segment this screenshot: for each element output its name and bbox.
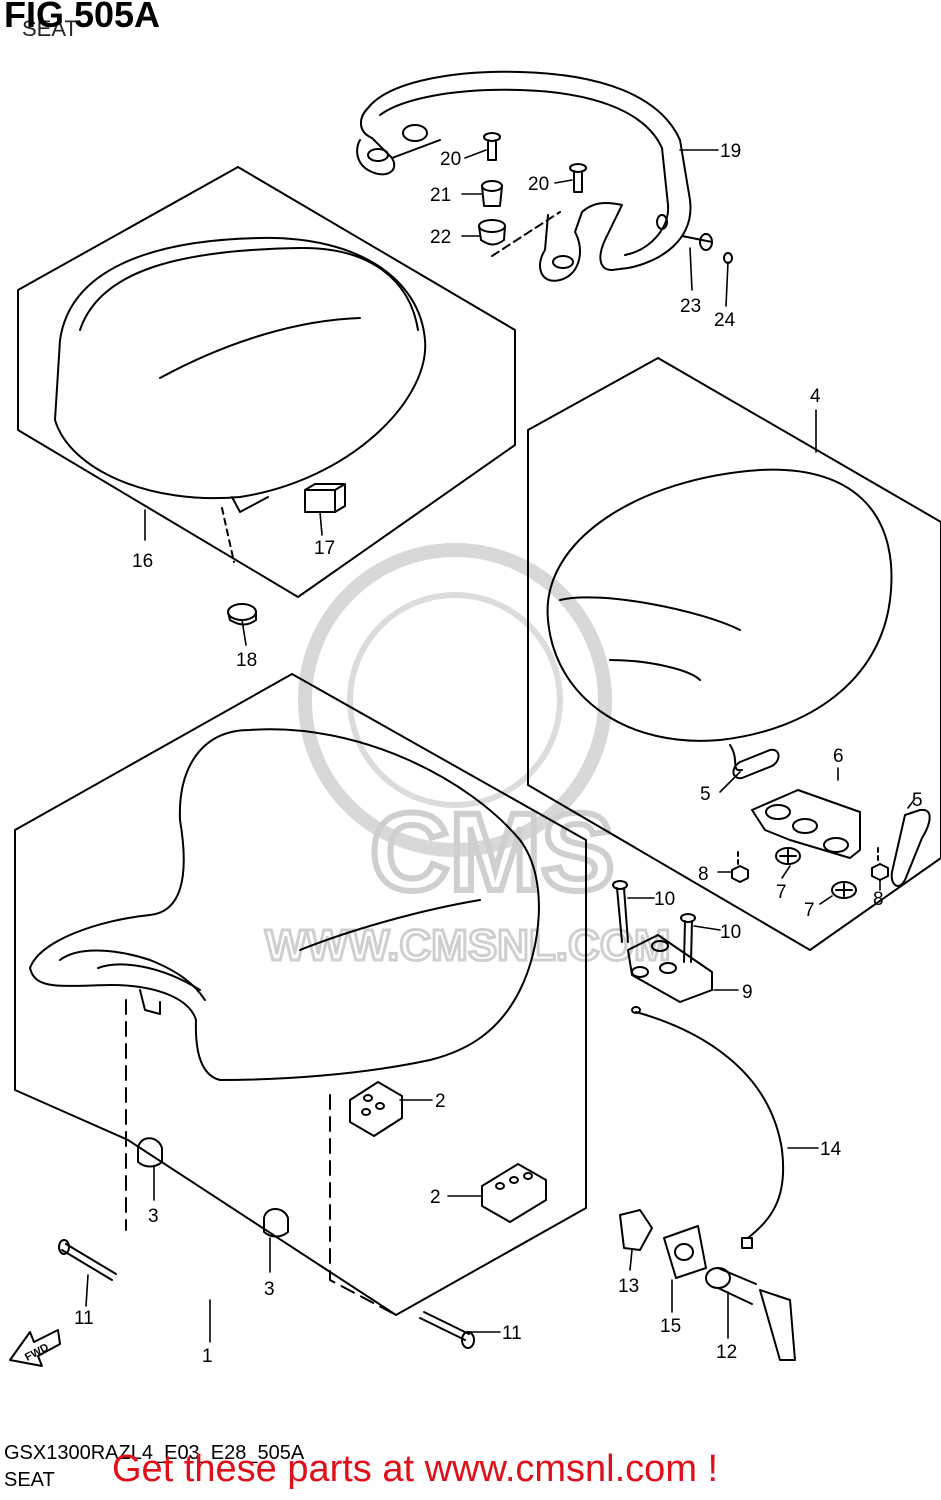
- callout-1: 1: [202, 1346, 213, 1367]
- callout-labels: 1 2 2 3 3 4 5 5 6 7 7 8 8 9 10 10 11 11 …: [74, 141, 923, 1367]
- callout-14: 14: [820, 1139, 842, 1160]
- callout-13: 13: [618, 1276, 639, 1297]
- grommet-22: [478, 219, 506, 246]
- callout-3a: 3: [148, 1206, 159, 1227]
- bolt-20b: [569, 163, 587, 193]
- promo-link[interactable]: Get these parts at www.cmsnl.com !: [112, 1448, 719, 1490]
- damper-2b: [481, 1163, 547, 1223]
- callout-6: 6: [833, 746, 844, 767]
- callout-7b: 7: [804, 900, 815, 921]
- bolt-11a: [58, 1239, 117, 1281]
- callout-15: 15: [660, 1316, 681, 1337]
- watermark-brand: CMS: [370, 791, 614, 914]
- cushion-3b: [263, 1208, 289, 1238]
- latch-9: [627, 934, 713, 1003]
- callout-8b: 8: [873, 889, 884, 910]
- nut-8b: [871, 863, 889, 881]
- callout-17: 17: [314, 538, 335, 559]
- lock-holder-13: [619, 1209, 653, 1251]
- watermark-url: WWW.CMSNL.COM: [265, 921, 671, 970]
- cushion-3a: [137, 1137, 163, 1168]
- grommet-7b: [831, 881, 857, 899]
- figure-title: FIG 505A: [4, 0, 161, 35]
- callout-16: 16: [132, 551, 153, 572]
- bolt-23: [681, 233, 713, 251]
- cable-14: [631, 1006, 785, 1249]
- callout-22: 22: [430, 227, 451, 248]
- nut-8a: [731, 865, 749, 883]
- bolt-11b: [419, 1311, 475, 1349]
- callout-10a: 10: [654, 889, 675, 910]
- callout-18: 18: [236, 650, 257, 671]
- callout-11a: 11: [74, 1308, 94, 1329]
- callout-7a: 7: [776, 882, 787, 903]
- callout-23: 23: [680, 296, 701, 317]
- lock-plate-15: [663, 1225, 707, 1279]
- callout-5b: 5: [912, 790, 923, 811]
- callout-20a: 20: [440, 149, 461, 170]
- figure-subtitle: SEAT: [22, 16, 78, 41]
- bolt-10b: [680, 913, 696, 963]
- grab-rail: [356, 70, 692, 282]
- watermark: CMS WWW.CMSNL.COM: [264, 543, 672, 972]
- callout-8a: 8: [698, 864, 709, 885]
- fwd-label: FWD: [23, 1341, 51, 1363]
- callout-21: 21: [430, 185, 451, 206]
- callout-5a: 5: [700, 784, 711, 805]
- figure-name: SEAT: [4, 1469, 55, 1491]
- lock-cylinder-12: [705, 1267, 796, 1361]
- callout-10b: 10: [720, 922, 741, 943]
- callout-2b: 2: [430, 1187, 441, 1208]
- pad-5b: [890, 808, 931, 887]
- callout-2a: 2: [435, 1091, 446, 1112]
- callout-12: 12: [716, 1342, 737, 1363]
- leader-lines: [85, 149, 915, 1343]
- callout-19: 19: [720, 141, 741, 162]
- bolt-10a: [612, 880, 629, 943]
- callout-20b: 20: [528, 174, 549, 195]
- figure-code: GSX1300RAZL4_E03_E28_505A: [4, 1442, 305, 1464]
- bolt-20a: [483, 132, 501, 161]
- grommet-7a: [775, 847, 801, 865]
- callout-3b: 3: [264, 1279, 275, 1300]
- front-seat-box: [14, 673, 587, 1316]
- passenger-seat-box: [17, 166, 516, 598]
- fwd-arrow-icon: [9, 1329, 61, 1367]
- damper-2a: [349, 1081, 403, 1137]
- latch-bracket-6: [751, 789, 861, 859]
- callout-24: 24: [714, 310, 736, 331]
- callout-4: 4: [810, 386, 821, 407]
- pad-5a: [732, 748, 780, 780]
- callout-11b: 11: [502, 1323, 522, 1344]
- rear-seat-box: [527, 357, 941, 951]
- collar-21: [481, 180, 503, 207]
- callout-9: 9: [742, 982, 753, 1003]
